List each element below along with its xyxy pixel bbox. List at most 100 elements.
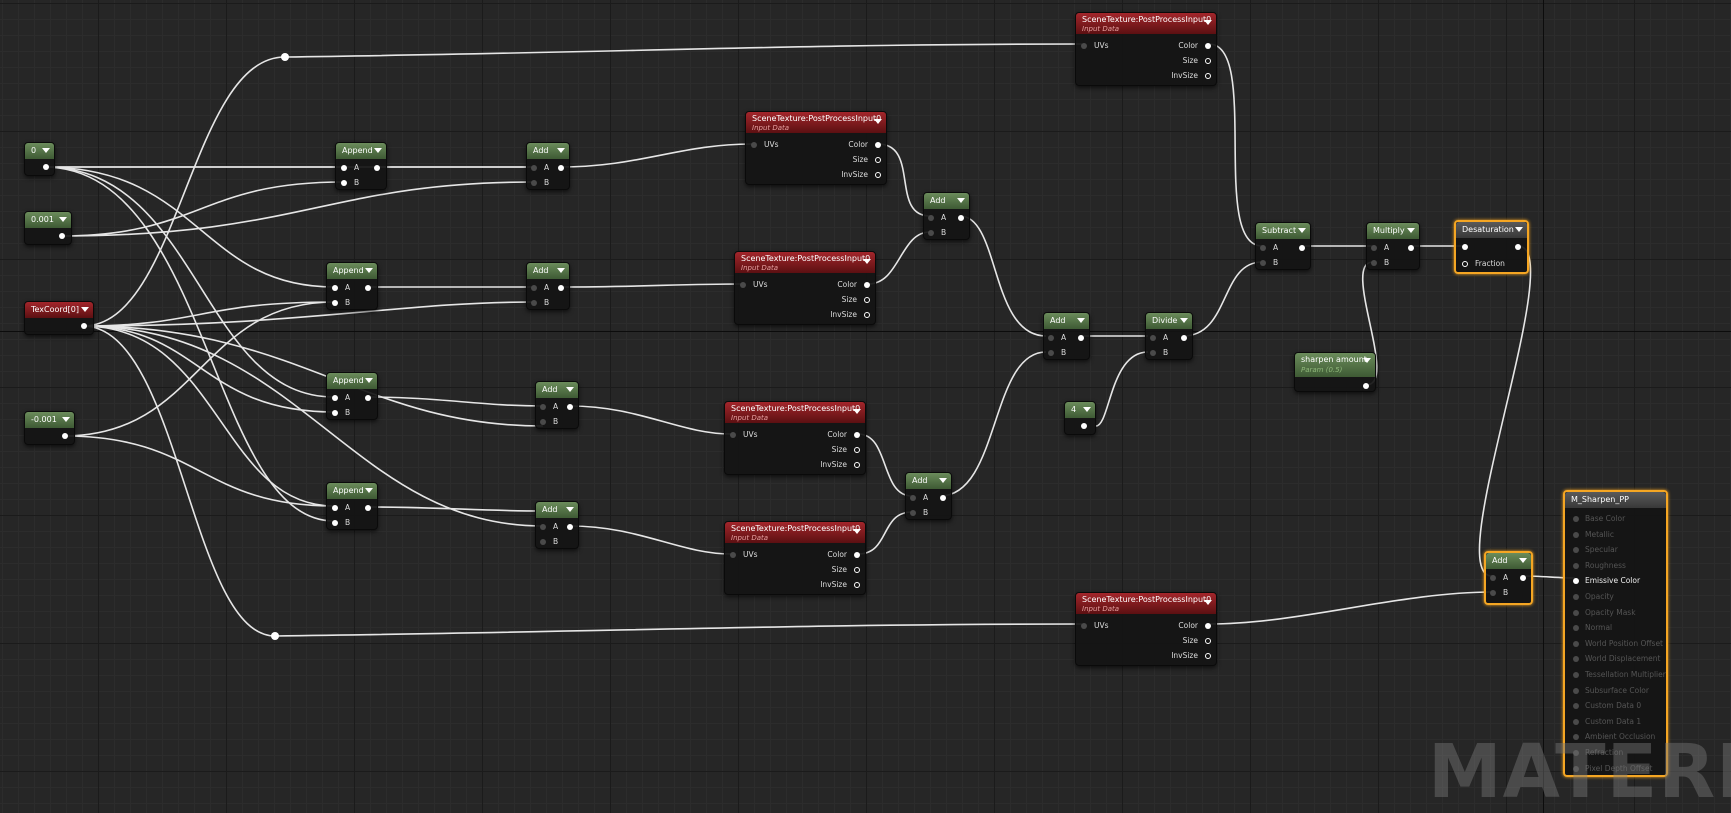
output-pin-invsize[interactable]: InvSize xyxy=(1171,651,1211,661)
chevron-down-icon[interactable] xyxy=(1407,228,1415,233)
output-pin[interactable] xyxy=(1408,245,1414,251)
output-pin[interactable] xyxy=(1515,244,1521,250)
divide-node[interactable]: Divide A B xyxy=(1145,312,1193,360)
output-pin-invsize[interactable]: InvSize xyxy=(820,460,860,470)
append-node-3[interactable]: Append A B xyxy=(326,372,378,420)
chevron-down-icon[interactable] xyxy=(365,378,373,383)
output-pin[interactable] xyxy=(1363,383,1369,389)
input-pin-b[interactable]: B xyxy=(531,298,549,308)
output-pin[interactable] xyxy=(1078,335,1084,341)
chevron-down-icon[interactable] xyxy=(1204,600,1212,605)
material-input-custom-data-1[interactable]: Custom Data 1 xyxy=(1573,717,1641,727)
material-input-base-color[interactable]: Base Color xyxy=(1573,514,1625,524)
constant-node-0001[interactable]: 0.001 xyxy=(24,211,72,245)
chevron-down-icon[interactable] xyxy=(853,409,861,414)
material-input-ambient-occlusion[interactable]: Ambient Occlusion xyxy=(1573,732,1655,742)
output-pin-color[interactable]: Color xyxy=(1178,621,1211,631)
chevron-down-icon[interactable] xyxy=(557,148,565,153)
output-pin-invsize[interactable]: InvSize xyxy=(830,310,870,320)
multiply-node[interactable]: Multiply A B xyxy=(1366,222,1420,270)
chevron-down-icon[interactable] xyxy=(81,307,89,312)
chevron-down-icon[interactable] xyxy=(957,198,965,203)
chevron-down-icon[interactable] xyxy=(365,268,373,273)
input-pin-a[interactable]: A xyxy=(332,503,350,513)
output-pin[interactable] xyxy=(62,433,68,439)
add-node-4[interactable]: Add A B xyxy=(535,501,579,549)
output-pin-color[interactable]: Color xyxy=(827,430,860,440)
append-node-2[interactable]: Append A B xyxy=(326,262,378,310)
chevron-down-icon[interactable] xyxy=(853,529,861,534)
add-node-6[interactable]: Add A B xyxy=(905,472,952,520)
input-pin-uvs[interactable]: UVs xyxy=(730,550,758,560)
chevron-down-icon[interactable] xyxy=(59,217,67,222)
input-pin-b[interactable]: B xyxy=(928,228,946,238)
input-pin-a[interactable]: A xyxy=(531,163,549,173)
desaturation-node[interactable]: Desaturation Fraction xyxy=(1454,220,1529,274)
chevron-down-icon[interactable] xyxy=(1298,228,1306,233)
output-pin-size[interactable]: Size xyxy=(832,445,860,455)
material-input-custom-data-0[interactable]: Custom Data 0 xyxy=(1573,701,1641,711)
output-pin-color[interactable]: Color xyxy=(837,280,870,290)
input-pin-b[interactable]: B xyxy=(1260,258,1278,268)
output-pin[interactable] xyxy=(958,215,964,221)
chevron-down-icon[interactable] xyxy=(42,148,50,153)
chevron-down-icon[interactable] xyxy=(374,148,382,153)
input-pin-b[interactable]: B xyxy=(1048,348,1066,358)
chevron-down-icon[interactable] xyxy=(557,268,565,273)
chevron-down-icon[interactable] xyxy=(62,417,70,422)
add-node-3[interactable]: Add A B xyxy=(535,381,579,429)
input-pin-a[interactable]: A xyxy=(928,213,946,223)
input-pin-b[interactable]: B xyxy=(1150,348,1168,358)
output-pin[interactable] xyxy=(567,524,573,530)
output-pin[interactable] xyxy=(558,165,564,171)
input-pin-a[interactable]: A xyxy=(332,393,350,403)
output-pin[interactable] xyxy=(567,404,573,410)
output-pin-size[interactable]: Size xyxy=(832,565,860,575)
output-pin[interactable] xyxy=(1299,245,1305,251)
chevron-down-icon[interactable] xyxy=(1083,407,1091,412)
chevron-down-icon[interactable] xyxy=(365,488,373,493)
input-pin-b[interactable]: B xyxy=(540,417,558,427)
material-input-world-displacement[interactable]: World Displacement xyxy=(1573,654,1660,664)
input-pin-b[interactable]: B xyxy=(910,508,928,518)
texcoord-node[interactable]: TexCoord[0] xyxy=(24,301,94,335)
output-pin[interactable] xyxy=(81,323,87,329)
chevron-down-icon[interactable] xyxy=(1180,318,1188,323)
chevron-down-icon[interactable] xyxy=(1204,20,1212,25)
input-pin-b[interactable]: B xyxy=(332,298,350,308)
input-pin-b[interactable]: B xyxy=(341,178,359,188)
output-pin[interactable] xyxy=(365,395,371,401)
chevron-down-icon[interactable] xyxy=(1077,318,1085,323)
material-input-metallic[interactable]: Metallic xyxy=(1573,530,1614,540)
input-pin-a[interactable]: A xyxy=(540,402,558,412)
input-pin-a[interactable]: A xyxy=(1048,333,1066,343)
material-input-specular[interactable]: Specular xyxy=(1573,545,1618,555)
output-pin-size[interactable]: Size xyxy=(1183,636,1211,646)
input-pin-b[interactable]: B xyxy=(1490,588,1508,598)
output-pin-color[interactable]: Color xyxy=(827,550,860,560)
input-pin-uvs[interactable]: UVs xyxy=(1081,41,1109,51)
input-pin-uvs[interactable]: UVs xyxy=(1081,621,1109,631)
subtract-node[interactable]: Subtract A B xyxy=(1255,222,1311,270)
output-pin[interactable] xyxy=(365,285,371,291)
chevron-down-icon[interactable] xyxy=(863,259,871,264)
input-pin-fraction[interactable]: Fraction xyxy=(1462,259,1505,269)
add-node-2[interactable]: Add A B xyxy=(526,262,570,310)
material-input-opacity-mask[interactable]: Opacity Mask xyxy=(1573,608,1636,618)
output-pin-color[interactable]: Color xyxy=(848,140,881,150)
input-pin-a[interactable]: A xyxy=(332,283,350,293)
material-input-pixel-depth-offset[interactable]: Pixel Depth Offset xyxy=(1573,764,1653,774)
output-pin-color[interactable]: Color xyxy=(1178,41,1211,51)
material-input-tessellation-multiplier[interactable]: Tessellation Multiplier xyxy=(1573,670,1666,680)
output-pin[interactable] xyxy=(1081,423,1087,429)
output-pin-size[interactable]: Size xyxy=(1183,56,1211,66)
input-pin-b[interactable]: B xyxy=(332,518,350,528)
material-input-subsurface-color[interactable]: Subsurface Color xyxy=(1573,686,1649,696)
material-input-opacity[interactable]: Opacity xyxy=(1573,592,1614,602)
output-pin[interactable] xyxy=(43,164,49,170)
